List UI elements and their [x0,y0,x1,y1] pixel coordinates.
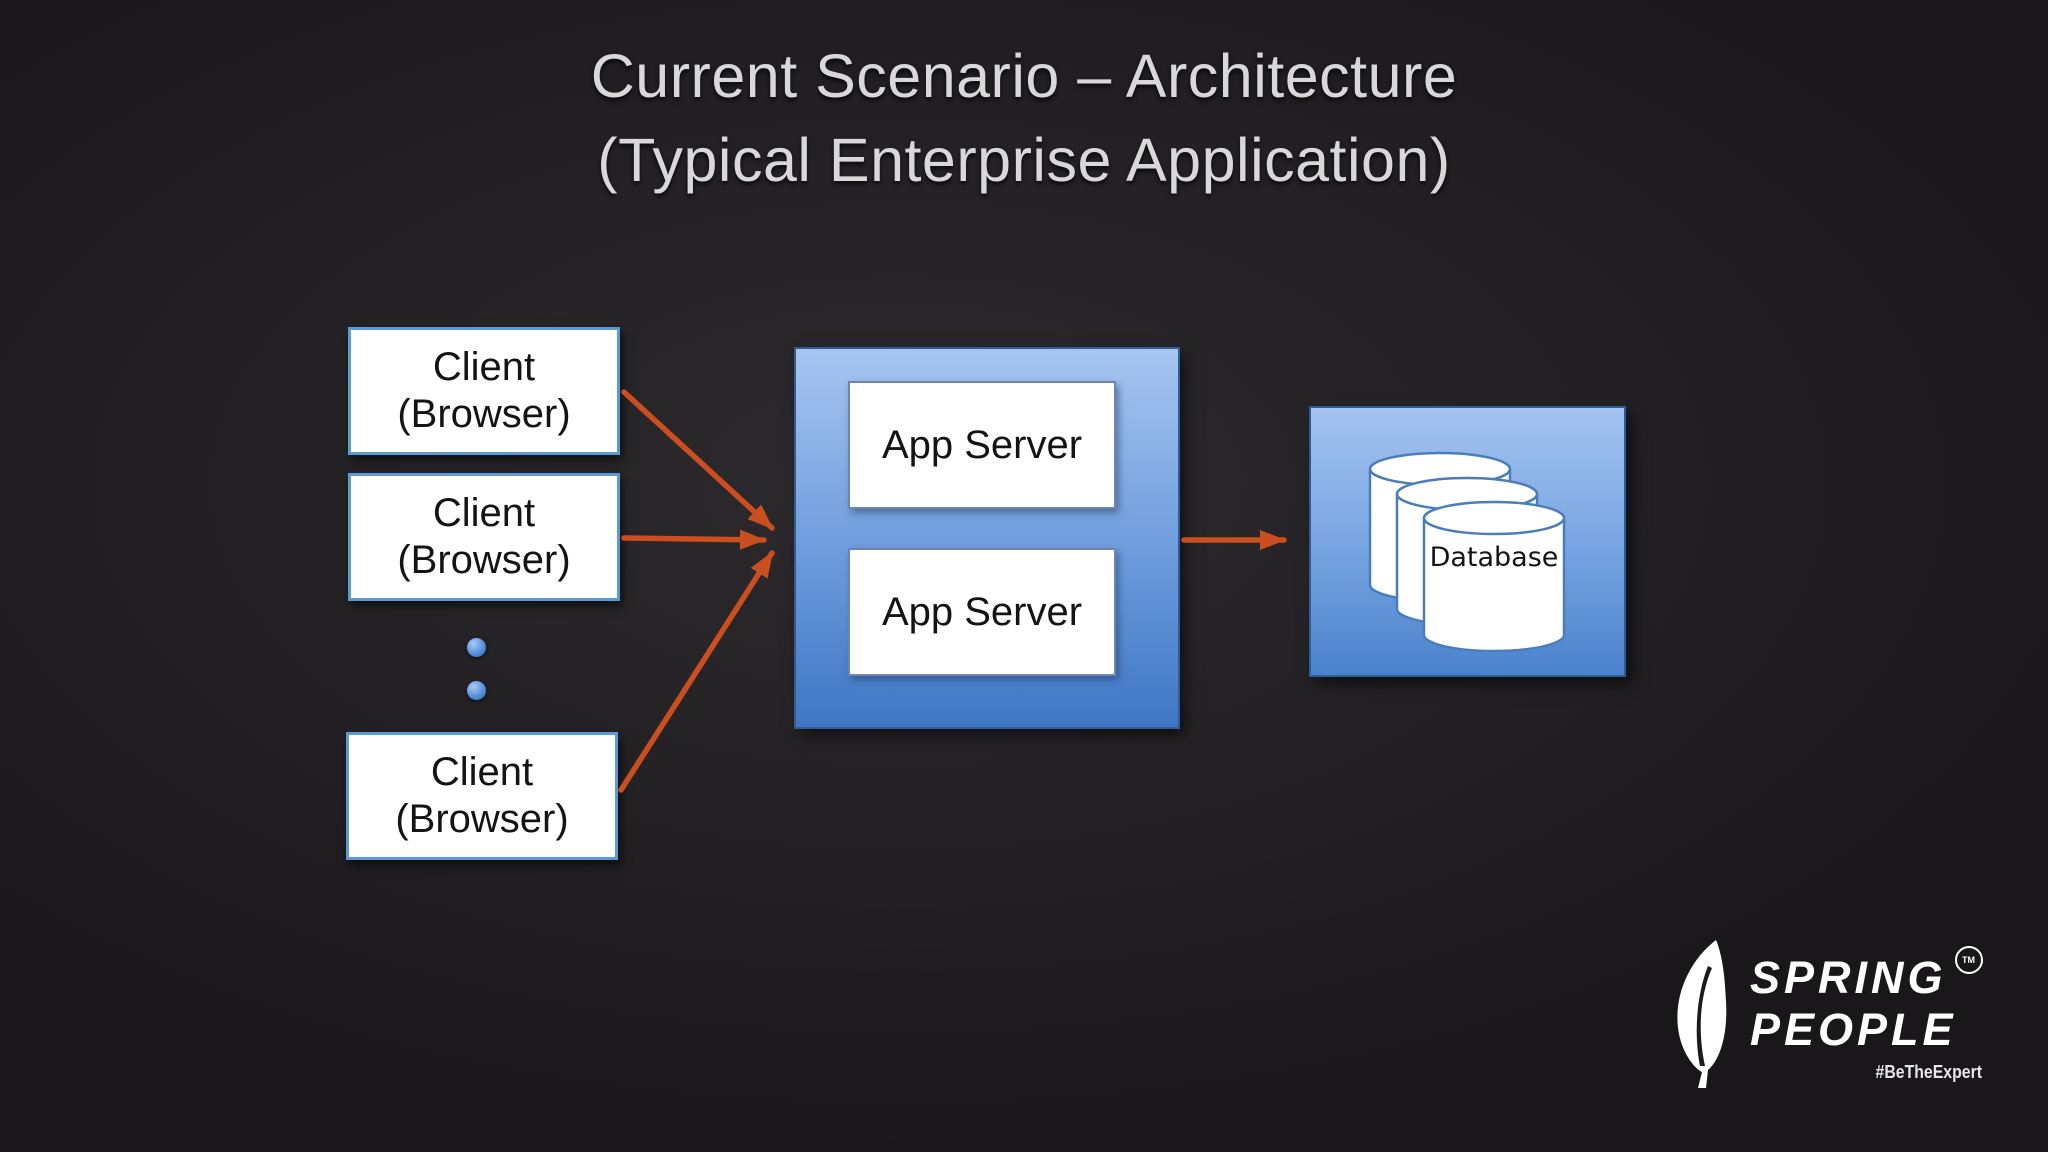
slide-title: Current Scenario – Architecture (Typical… [0,34,2048,202]
ellipsis-dot-icon [467,681,486,700]
app-server-label: App Server [881,422,1083,467]
database-panel: Database [1309,406,1626,677]
brand-name-line2: PEOPLE [1750,1004,1957,1055]
client-node-3: Client (Browser) [346,732,618,860]
client-label-line2: (Browser) [395,797,569,841]
arrow-client2-to-appservers [621,529,767,550]
app-server-label: App Server [881,589,1083,634]
logo-text-block: SPRING TM PEOPLE #BeTheExpert [1750,938,1983,1083]
database-label: Database [1430,542,1559,573]
client-node-1: Client (Browser) [348,327,620,455]
slide-title-line1: Current Scenario – Architecture [590,42,1458,110]
client-node-2: Client (Browser) [348,473,620,601]
brand-name-line1: SPRING [1750,952,1947,1003]
slide-title-line2: (Typical Enterprise Application) [597,126,1451,194]
client-label-line1: Client [432,345,536,389]
app-server-node-1: App Server [848,381,1116,509]
arrow-client3-to-appservers [618,550,775,793]
client-label-line1: Client [432,491,536,535]
logo-tagline: #BeTheExpert [1876,1062,1983,1082]
database-cylinders-icon: Database [1368,451,1566,653]
brand-row: SPRING TM [1750,946,1983,1004]
client-label-line1: Client [430,750,534,794]
ellipsis-dot-icon [467,638,486,657]
app-server-group-panel: App Server App Server [794,347,1180,729]
client-label-line2: (Browser) [397,538,571,582]
springpeople-logo: SPRING TM PEOPLE #BeTheExpert [1672,938,2002,1108]
trademark-badge: TM [1954,946,1983,974]
leaf-icon [1677,940,1727,1088]
client-label-line2: (Browser) [397,392,571,436]
app-server-node-2: App Server [848,548,1116,676]
arrow-client1-to-appservers [621,389,775,531]
